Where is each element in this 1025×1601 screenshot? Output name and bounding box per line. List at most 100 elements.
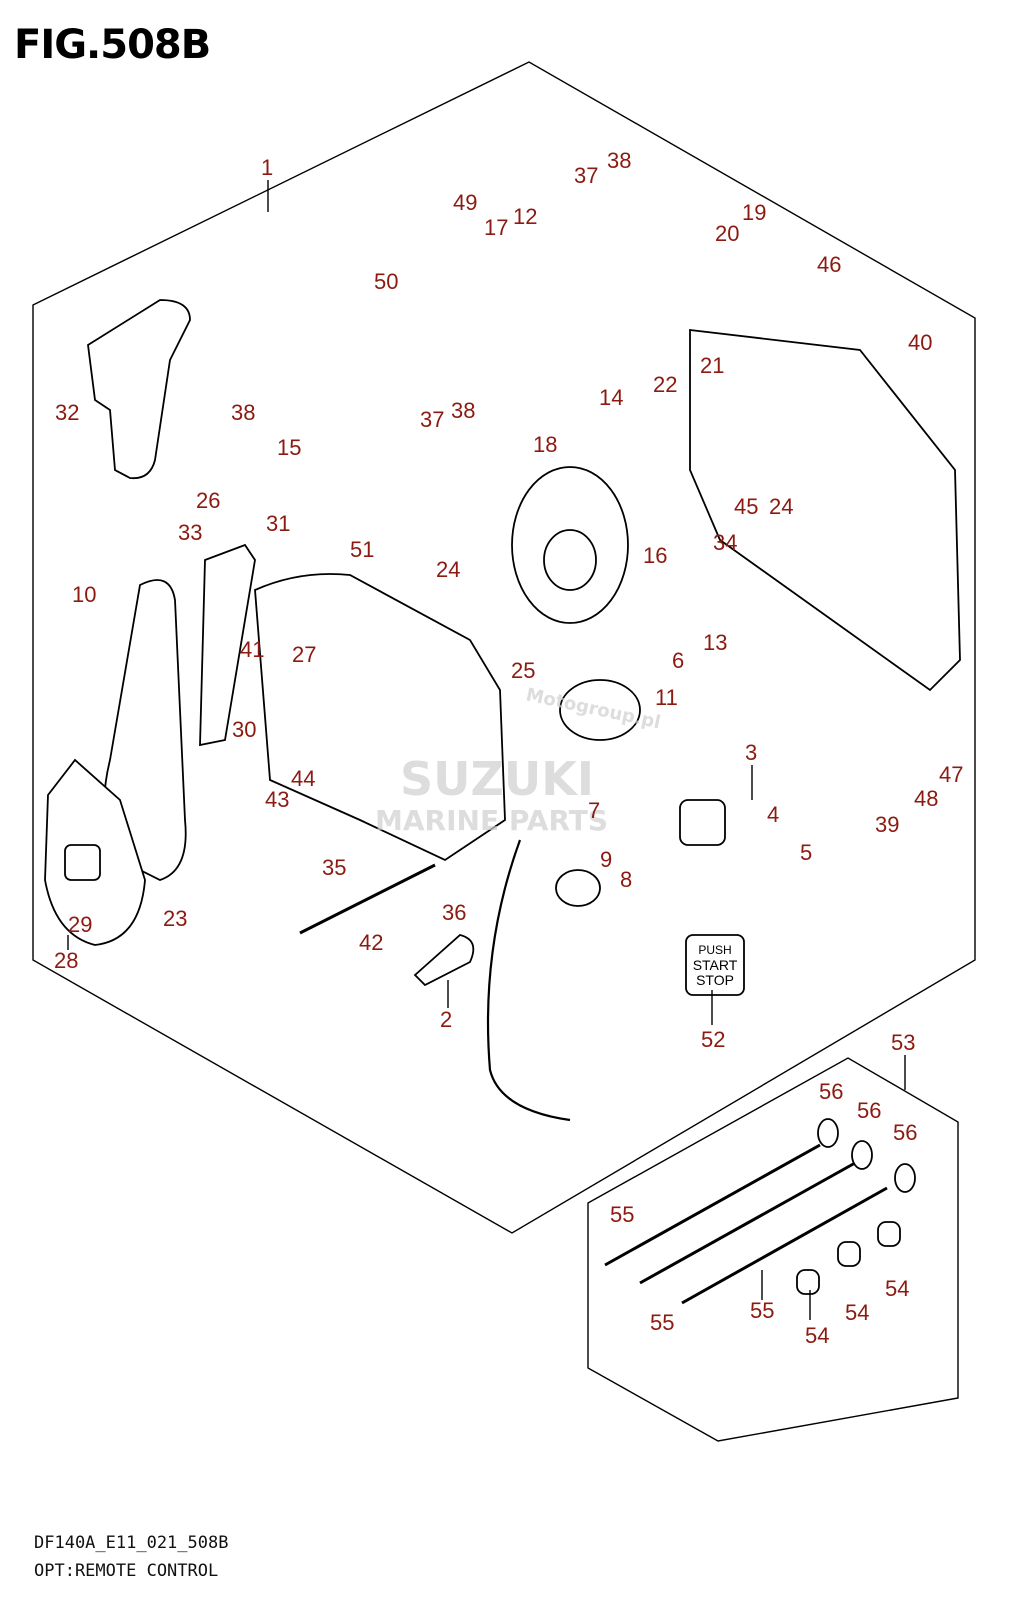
stop-switch-7 [555, 869, 601, 907]
side-cover-panel [689, 328, 961, 692]
bolt-55c [681, 1186, 888, 1305]
callout-42: 42 [359, 930, 383, 955]
stop-label: STOP [696, 972, 734, 988]
callout-50: 50 [374, 269, 398, 294]
callout-37b: 37 [420, 407, 444, 432]
watermark-sub: MARINE PARTS [375, 804, 608, 837]
washer-56a [817, 1118, 839, 1148]
callout-18: 18 [533, 432, 557, 457]
callout-37a: 37 [574, 163, 598, 188]
callout-25: 25 [511, 658, 535, 683]
bolt-kit-frame [587, 1057, 959, 1442]
callout-41: 41 [240, 637, 264, 662]
callout-38a: 38 [607, 148, 631, 173]
washer-56c [894, 1163, 916, 1193]
footer-caption: OPT:REMOTE CONTROL [34, 1561, 219, 1581]
callout-21: 21 [700, 353, 724, 378]
callout-19: 19 [742, 200, 766, 225]
callout-30: 30 [232, 717, 256, 742]
bolt-55b [639, 1161, 856, 1285]
callout-20: 20 [715, 221, 739, 246]
bolt-42 [299, 863, 436, 935]
callout-26: 26 [196, 488, 220, 513]
washer-56b [851, 1140, 873, 1170]
callout-24b: 24 [436, 557, 460, 582]
handle-grip-32 [87, 299, 191, 480]
callout-17: 17 [484, 215, 508, 240]
push-start-stop-52 [685, 934, 745, 996]
plate-2 [413, 934, 475, 987]
housing-51 [254, 573, 506, 862]
callout-36: 36 [442, 900, 466, 925]
gear-center-18 [543, 529, 597, 591]
callout-14: 14 [599, 385, 623, 410]
bracket-26 [199, 543, 256, 747]
callout-5: 5 [800, 840, 812, 865]
spacer-54b [837, 1241, 861, 1267]
callout-15: 15 [277, 435, 301, 460]
callout-23: 23 [163, 906, 187, 931]
callout-33: 33 [178, 520, 202, 545]
callout-1: 1 [261, 155, 273, 180]
callout-54b: 54 [845, 1300, 869, 1325]
callout-56a: 56 [819, 1079, 843, 1104]
callout-28: 28 [54, 948, 78, 973]
callout-46: 46 [817, 252, 841, 277]
callout-6: 6 [672, 648, 684, 673]
callout-56b: 56 [857, 1098, 881, 1123]
callout-43: 43 [265, 787, 289, 812]
callout-27: 27 [292, 642, 316, 667]
callout-48: 48 [914, 786, 938, 811]
callout-24a: 24 [769, 494, 793, 519]
callout-11: 11 [655, 685, 678, 710]
footer-code: DF140A_E11_021_508B [34, 1533, 229, 1553]
callout-16: 16 [643, 543, 667, 568]
callout-54a: 54 [805, 1323, 829, 1348]
callout-2: 2 [440, 1007, 452, 1032]
callout-35: 35 [322, 855, 346, 880]
callout-32: 32 [55, 400, 79, 425]
callout-54c: 54 [885, 1276, 909, 1301]
callout-38c: 38 [231, 400, 255, 425]
callout-labels: 1 2 3 4 5 6 7 8 9 10 11 12 13 14 15 16 1… [54, 148, 963, 1348]
push-label: PUSH [698, 943, 731, 957]
callout-55a: 55 [610, 1202, 634, 1227]
callout-7: 7 [588, 798, 600, 823]
callout-12: 12 [513, 204, 537, 229]
leader-lines [67, 180, 906, 1320]
callout-49: 49 [453, 190, 477, 215]
start-label: START [693, 957, 738, 973]
watermark-brand: SUZUKI [400, 752, 594, 806]
callout-29: 29 [68, 912, 92, 937]
callout-39: 39 [875, 812, 899, 837]
callout-55c: 55 [750, 1298, 774, 1323]
callout-45: 45 [734, 494, 758, 519]
callout-8: 8 [620, 867, 632, 892]
switch-11 [559, 679, 641, 741]
figure-title: FIG.508B [14, 22, 211, 68]
ignition-switch-3 [679, 799, 726, 846]
callout-55b: 55 [650, 1310, 674, 1335]
bolt-55a [604, 1143, 821, 1267]
emblem-29 [64, 844, 101, 881]
callout-51: 51 [350, 537, 374, 562]
callout-53: 53 [891, 1030, 915, 1055]
wire-harness [486, 839, 571, 1122]
callout-47: 47 [939, 762, 963, 787]
callout-56c: 56 [893, 1120, 917, 1145]
callout-3: 3 [745, 740, 757, 765]
callout-31: 31 [266, 511, 290, 536]
callout-34: 34 [713, 530, 737, 555]
callout-38b: 38 [451, 398, 475, 423]
main-assembly-frame [32, 61, 976, 1234]
spacer-54c [877, 1221, 901, 1247]
callout-13: 13 [703, 630, 727, 655]
callout-4: 4 [767, 802, 779, 827]
callout-10: 10 [72, 582, 96, 607]
callout-40: 40 [908, 330, 932, 355]
spacer-54a [796, 1269, 820, 1295]
callout-44: 44 [291, 766, 315, 791]
callout-22: 22 [653, 372, 677, 397]
callout-52: 52 [701, 1027, 725, 1052]
